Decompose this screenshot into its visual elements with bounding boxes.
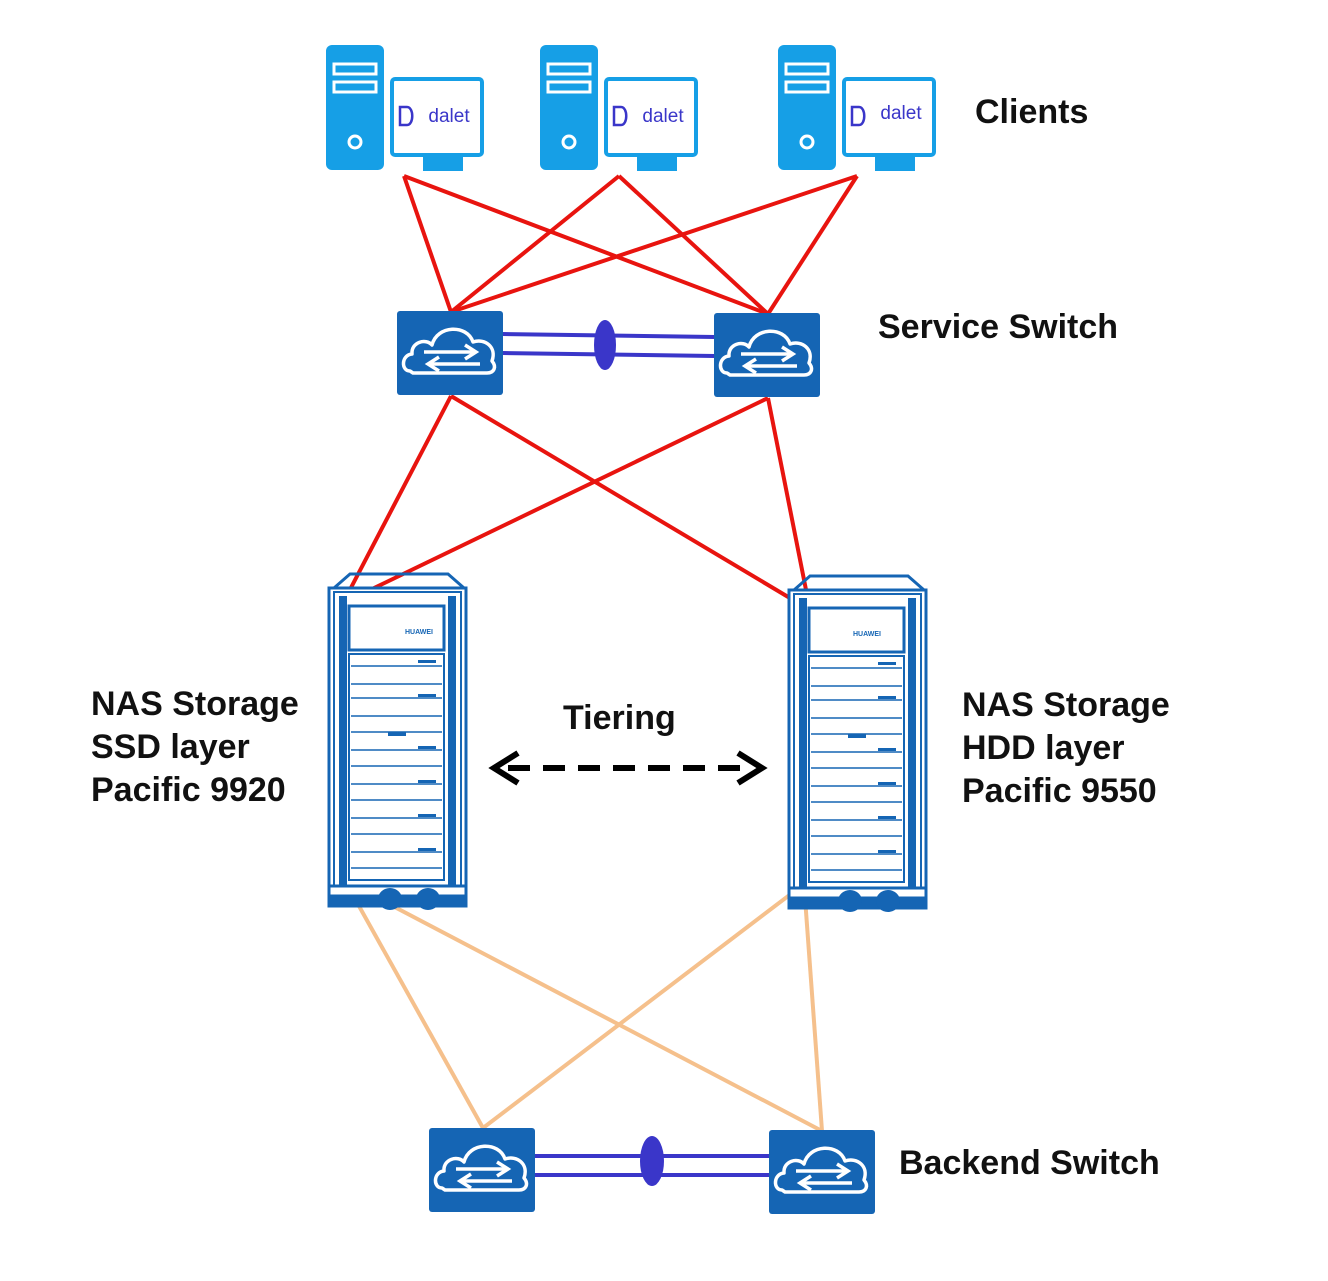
- client-1: [324, 43, 484, 173]
- nas-hdd-label-line-2: HDD layer: [962, 729, 1125, 767]
- nas-ssd-label-line-1: NAS Storage: [91, 685, 299, 723]
- client-brand-1: dalet: [428, 106, 470, 127]
- backend-links: [343, 879, 824, 1133]
- service-stack-link: [502, 320, 716, 370]
- nas-hdd-label-line-3: Pacific 9550: [962, 772, 1157, 810]
- nas-hdd-label-line-1: NAS Storage: [962, 686, 1170, 724]
- service-switch-right-icon: [712, 311, 822, 399]
- service-switch-left-icon: [395, 309, 505, 397]
- client-brand-2: dalet: [642, 106, 684, 127]
- rack-brand-right: HUAWEI: [853, 631, 881, 638]
- tiering-label: Tiering: [563, 699, 676, 737]
- nas-ssd-label-line-3: Pacific 9920: [91, 771, 286, 809]
- service-links: [341, 394, 812, 612]
- service-switch-label: Service Switch: [878, 308, 1119, 346]
- tiering-arrow: [488, 750, 768, 786]
- storage-rack-hdd: [787, 574, 928, 914]
- backend-stack-link: [535, 1136, 770, 1186]
- backend-switch-label: Backend Switch: [899, 1144, 1160, 1182]
- storage-rack-ssd: [327, 572, 468, 912]
- backend-switch-right-icon: [767, 1128, 877, 1216]
- client-3: [776, 43, 936, 173]
- rack-brand-left: HUAWEI: [405, 629, 433, 636]
- clients-label: Clients: [975, 93, 1089, 131]
- client-brand-3: dalet: [880, 103, 922, 124]
- client-2: [538, 43, 698, 173]
- nas-ssd-label-line-2: SSD layer: [91, 728, 250, 766]
- client-links: [402, 174, 859, 316]
- backend-switch-left-icon: [427, 1126, 537, 1214]
